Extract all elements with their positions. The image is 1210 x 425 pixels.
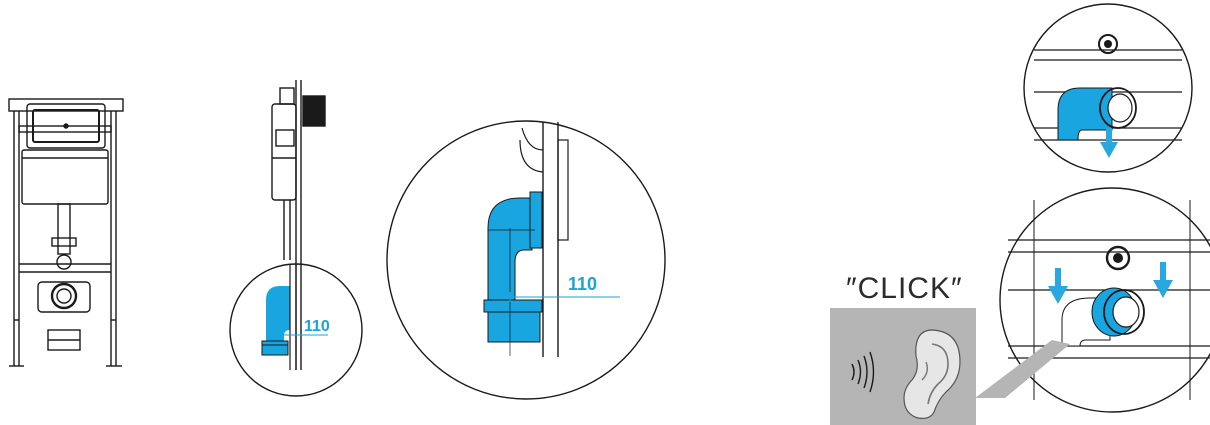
down-arrow-icon — [1153, 262, 1173, 298]
detail-circle-bottom-right — [999, 187, 1210, 413]
detail-circle-top-right — [1023, 3, 1193, 173]
click-callout: ″CLICK″ — [830, 272, 1070, 425]
down-arrow-icon — [1048, 268, 1068, 304]
frame-side-view — [271, 80, 326, 370]
frame-front-view — [8, 98, 124, 367]
dimension-label-large: 110 — [568, 274, 597, 294]
detail-circle-small: 110 — [229, 263, 363, 397]
detail-circle-large: 110 — [386, 120, 666, 400]
down-arrow-icon — [1100, 128, 1118, 158]
sound-waves-icon — [851, 351, 875, 393]
ear-icon — [903, 329, 961, 419]
click-label: ″CLICK″ — [846, 272, 963, 305]
dimension-label-small: 110 — [304, 318, 330, 335]
